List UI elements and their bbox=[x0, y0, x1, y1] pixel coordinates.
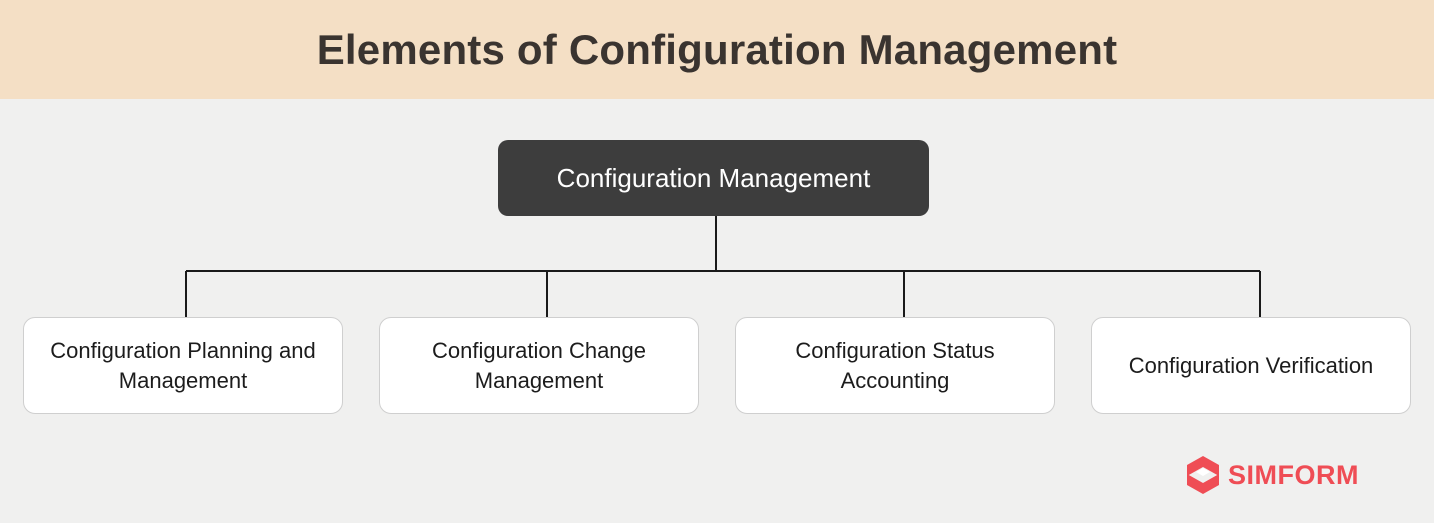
child-node-label: Configuration Status Accounting bbox=[795, 337, 995, 393]
simform-logo-icon bbox=[1187, 456, 1219, 494]
child-node-planning: Configuration Planning and Management bbox=[23, 317, 343, 414]
child-node-change: Configuration Change Management bbox=[379, 317, 699, 414]
child-node-label: Configuration Verification bbox=[1128, 352, 1374, 378]
brand-logo: SIMFORM bbox=[1186, 455, 1359, 495]
child-node-label: Configuration Change Management bbox=[431, 337, 647, 393]
root-node-label: Configuration Management bbox=[556, 162, 871, 193]
child-node-label: Configuration Planning and Management bbox=[50, 337, 316, 393]
brand-name: SIMFORM bbox=[1228, 459, 1359, 490]
page-title: Elements of Configuration Management bbox=[316, 25, 1118, 73]
title-banner bbox=[0, 0, 1434, 99]
child-node-verification: Configuration Verification bbox=[1091, 317, 1411, 414]
child-node-status: Configuration Status Accounting bbox=[735, 317, 1055, 414]
root-node: Configuration Management bbox=[498, 140, 929, 216]
